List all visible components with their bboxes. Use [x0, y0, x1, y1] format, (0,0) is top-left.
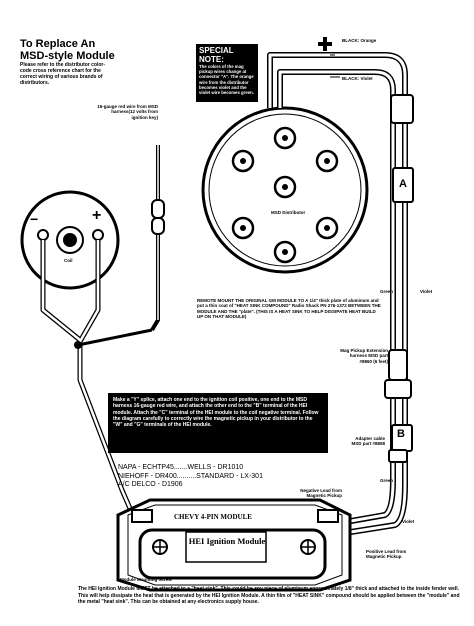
subtitle: Please refer to the distributor color-co… — [20, 62, 106, 86]
cross-ref-row: NAPA - ECHTP45.......WELLS - DR1010 — [118, 464, 244, 471]
cross-ref-row: NIEHOFF - DR400..........STANDARD - LX-3… — [118, 472, 263, 480]
harness-connectors — [384, 94, 414, 463]
title-line-2: MSD-style Module — [20, 50, 115, 62]
footer-note: The HEI Ignition Module MUST be attached… — [78, 586, 460, 605]
connector-a-label: A — [399, 178, 407, 190]
distributor-label: MSD Distributor — [271, 210, 306, 215]
adapter-label: Adapter cable MSD part #8858 — [351, 436, 385, 447]
msd-distributor — [201, 106, 369, 274]
special-note: SPECIAL NOTE: The colors of the mag pick… — [196, 44, 258, 102]
wire-label-black-violet: BLACK: Violet — [342, 76, 373, 81]
page-title: To Replace An MSD-style Module — [20, 38, 115, 62]
special-note-heading: SPECIAL NOTE: — [199, 46, 234, 64]
inline-connector — [151, 199, 165, 235]
module-name: HEI Ignition Module — [188, 536, 266, 546]
remote-mount-text: REMOTE MOUNT THE ORIGINAL GM MODULE TO A… — [197, 298, 381, 320]
ignition-coil — [20, 190, 120, 290]
coil-minus-label: − — [30, 211, 39, 227]
coil-plus-label: + — [92, 207, 102, 224]
wire-label-violet-2: Violet — [402, 519, 415, 524]
wire-label-green-2: Green — [380, 478, 394, 483]
coil-label: Coil — [64, 258, 73, 263]
red-wire-label: 16-gauge red wire from MSD harness(12 vo… — [97, 104, 158, 120]
cross-reference-list: NAPA - ECHTP45.......WELLS - DR1010 NIEH… — [118, 464, 263, 490]
module-heading: CHEVY 4-PIN MODULE — [174, 513, 252, 521]
hei-module-plate — [116, 498, 352, 592]
mag-pickup-label: Mag Pickup Extension harness MSD part #8… — [340, 348, 388, 364]
wire-label-black-orange: BLACK: Orange — [342, 38, 377, 43]
red-wire-16-gauge — [150, 145, 160, 332]
cross-ref-row: A/C DELCO - D1906 — [118, 481, 183, 488]
wire-label-violet-1: Violet — [420, 289, 433, 294]
special-note-body: The colors of the mag pickup wires chang… — [199, 64, 254, 96]
positive-lead-label: Positive Lead from Magnetic Pickup — [366, 549, 407, 560]
connector-b-label: B — [397, 428, 405, 440]
wire-label-green-1: Green — [380, 289, 394, 294]
instruction-box: Make a "Y" splice, attach one end to the… — [108, 393, 328, 453]
mounting-screw-label: Module Mounting Screw — [120, 577, 172, 582]
negative-lead-label: Negative Lead from Magnetic Pickup — [300, 488, 342, 499]
title-line-1: To Replace An — [20, 38, 96, 50]
